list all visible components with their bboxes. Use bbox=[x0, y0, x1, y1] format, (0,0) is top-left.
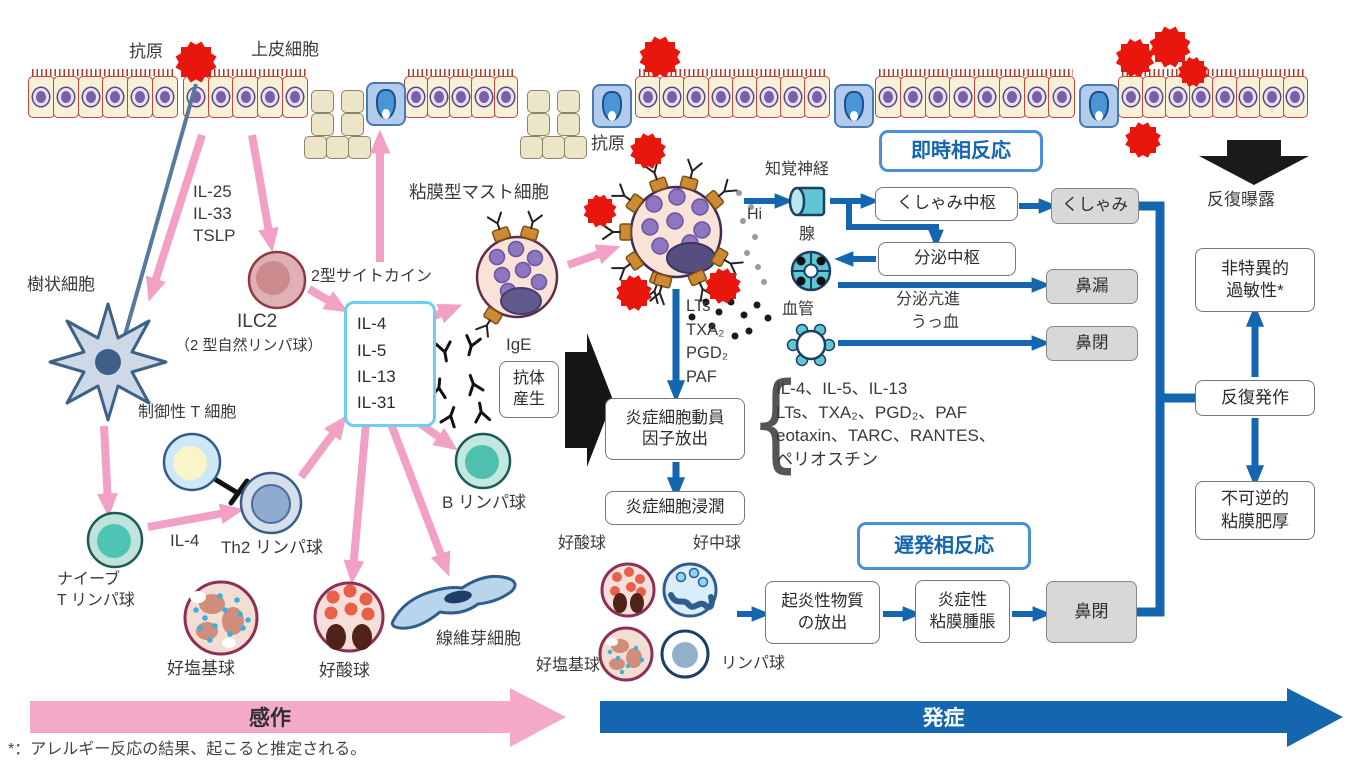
b-cell-label: B リンパ球 bbox=[442, 493, 527, 512]
nonspecific-hypersensitivity-box: 非特異的 過敏性* bbox=[1195, 248, 1315, 312]
gland-label: 腺 bbox=[799, 226, 816, 243]
naive-t-label: ナイーブ T リンパ球 bbox=[57, 571, 135, 609]
mast-cell-icon bbox=[475, 210, 559, 338]
antigen-icon bbox=[1130, 127, 1156, 153]
vessel-label: 血管 bbox=[782, 301, 815, 318]
epithelium-segment bbox=[404, 69, 519, 118]
goblet-cell-icon bbox=[592, 84, 632, 128]
congestion-label: うっ血 bbox=[911, 314, 960, 331]
irreversible-thickening-box: 不可逆的 粘膜肥厚 bbox=[1195, 481, 1315, 540]
th2-label: Th2 リンパ球 bbox=[221, 538, 324, 557]
fibroblast-label: 線維芽細胞 bbox=[436, 629, 521, 648]
late-phase-title: 遅発相反応 bbox=[857, 522, 1031, 570]
antibody-y-icons bbox=[429, 334, 492, 429]
antigen-label: 抗原 bbox=[129, 42, 163, 61]
infiltration-box: 炎症細胞浸潤 bbox=[605, 491, 745, 525]
brace-glyph: { bbox=[750, 360, 802, 483]
epithelium-segment bbox=[635, 69, 830, 118]
gland-icon bbox=[790, 250, 832, 292]
immediate-phase-title: 即時相反応 bbox=[879, 130, 1043, 172]
fibroblast-icon bbox=[390, 574, 517, 630]
epithelium-segment bbox=[28, 69, 179, 118]
rhinorrhea-box: 鼻漏 bbox=[1046, 269, 1138, 304]
sensory-nerve-label: 知覚神経 bbox=[765, 161, 830, 178]
epithelial-cytokines-label: IL-25 IL-33 TSLP bbox=[193, 182, 236, 245]
recruitment-box: 炎症細胞動員 因子放出 bbox=[605, 398, 745, 460]
lymphocyte-icon bbox=[660, 629, 710, 679]
antigen-mid-label: 抗原 bbox=[591, 134, 625, 153]
antigen-icon bbox=[588, 199, 612, 223]
antigen-icon bbox=[635, 138, 661, 164]
released-factors-label: IL-4、IL-5、IL-13 LTs、TXA₂、PGD₂、PAF eotaxi… bbox=[776, 379, 996, 469]
sneeze-center-box: くしゃみ中枢 bbox=[875, 187, 1018, 221]
epithelium-segment bbox=[1118, 69, 1308, 118]
goblet-cell-icon bbox=[834, 84, 874, 128]
release-box: 起炎性物質 の放出 bbox=[765, 581, 880, 644]
basophil-late-label: 好塩基球 bbox=[536, 657, 601, 674]
basophil-label: 好塩基球 bbox=[167, 659, 235, 678]
lymphocyte-label: リンパ球 bbox=[721, 655, 786, 672]
ilc2-label: ILC2 bbox=[237, 311, 278, 332]
antigen-icon bbox=[645, 42, 675, 72]
eosinophil-small-icon bbox=[600, 562, 656, 618]
basophil-small-icon bbox=[598, 626, 654, 682]
repeated-attacks-box: 反復発作 bbox=[1195, 380, 1315, 416]
footnote: *：アレルギー反応の結果、起こると推定される。 bbox=[8, 741, 367, 758]
neutrophil-icon bbox=[662, 562, 718, 618]
goblet-cell-icon bbox=[1079, 84, 1119, 128]
antigen-icon bbox=[1182, 61, 1204, 83]
antigen-icon bbox=[710, 273, 736, 299]
hypersecretion-label: 分泌亢進 bbox=[896, 291, 961, 308]
epithelium-segment bbox=[183, 69, 308, 118]
il4-label: IL-4 bbox=[170, 531, 200, 550]
swelling-box: 炎症性 粘膜腫脹 bbox=[915, 580, 1010, 643]
sneeze-box: くしゃみ bbox=[1051, 188, 1139, 224]
secretion-center-box: 分泌中枢 bbox=[878, 242, 1016, 276]
histamine-label: Hi bbox=[747, 206, 763, 223]
cilia bbox=[32, 69, 176, 76]
neutrophil-label: 好中球 bbox=[693, 535, 742, 552]
onset-phase-label: 発症 bbox=[922, 707, 965, 730]
ige-label: IgE bbox=[506, 335, 532, 354]
repeated-exposure-label: 反復曝露 bbox=[1207, 190, 1275, 209]
sensitization-phase-label: 感作 bbox=[249, 707, 291, 730]
epithelium-label: 上皮細胞 bbox=[251, 40, 319, 59]
epithelium-segment bbox=[875, 69, 1075, 118]
goblet-cell-icon bbox=[366, 82, 406, 126]
antigen-icon bbox=[181, 47, 211, 77]
type2-cytokine-label: 2型サイトカイン bbox=[311, 268, 432, 285]
sensory-nerve-icon bbox=[788, 186, 826, 217]
dendritic-cell-label: 樹状細胞 bbox=[27, 275, 95, 294]
eosinophil-label: 好酸球 bbox=[319, 661, 370, 680]
antigen-icon bbox=[1121, 44, 1149, 72]
antibody-production-box: 抗体 産生 bbox=[499, 361, 559, 418]
mediators-label: LTs TXA₂ PGD₂ PAF bbox=[686, 297, 729, 386]
obstruction-box-immediate: 鼻閉 bbox=[1046, 326, 1138, 361]
obstruction-box-late: 鼻閉 bbox=[1046, 581, 1137, 643]
treg-label: 制御性 T 細胞 bbox=[138, 404, 237, 421]
antigen-icon bbox=[621, 280, 647, 306]
eosinophil-icon bbox=[313, 581, 385, 653]
mast-cell-label: 粘膜型マスト細胞 bbox=[409, 182, 549, 202]
basophil-icon bbox=[183, 580, 259, 656]
interleukin-box: IL-4 IL-5 IL-13 IL-31 bbox=[344, 301, 436, 427]
eosinophil-late-label: 好酸球 bbox=[558, 535, 607, 552]
ilc2-sub-label: （2 型自然リンパ球） bbox=[175, 337, 323, 354]
antigen-icon bbox=[1155, 32, 1185, 62]
